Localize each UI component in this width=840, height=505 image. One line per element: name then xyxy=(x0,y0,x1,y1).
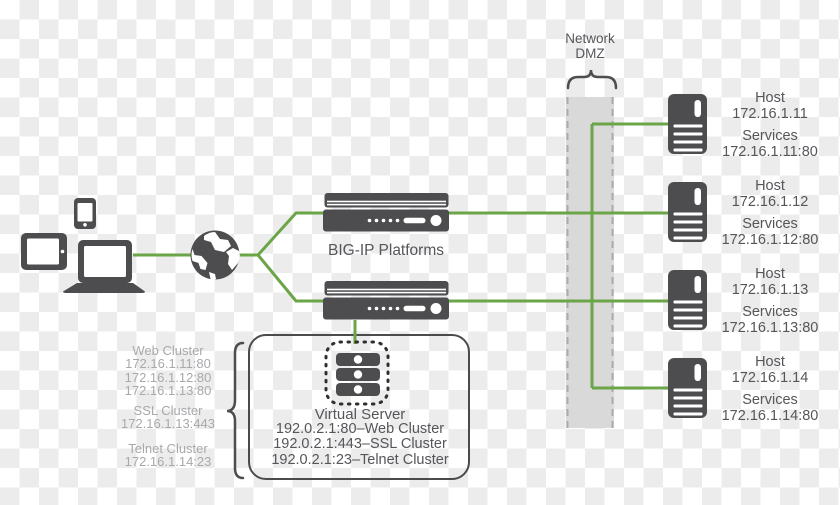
network-dmz-label: Network DMZ xyxy=(540,31,640,61)
globe-icon xyxy=(190,230,240,281)
host-ip: 172.16.1.12 xyxy=(731,194,809,210)
bigip-platforms-label: BIG-IP Platforms xyxy=(328,242,444,259)
host-label: Host xyxy=(755,90,785,106)
host-3-icon xyxy=(668,270,707,330)
host-1-text: Host 172.16.1.11 Services 172.16.1.11:80 xyxy=(690,90,840,160)
phone-icon xyxy=(74,198,96,229)
host-2-text: Host 172.16.1.12 Services 172.16.1.12:80 xyxy=(690,178,840,248)
cluster-member: 172.16.1.12:80 xyxy=(124,369,212,385)
host-ip: 172.16.1.11 xyxy=(732,106,808,122)
network-dmz-line1: Network xyxy=(565,31,615,46)
cluster-name: SSL Cluster xyxy=(133,403,203,418)
services-label: Services xyxy=(742,392,798,408)
services-label: Services xyxy=(742,216,798,232)
virtual-server-mapping: 192.0.2.1:80–Web Cluster xyxy=(275,421,445,438)
web-cluster-list: Web Cluster 172.16.1.11:80 172.16.1.12:8… xyxy=(98,344,238,398)
cluster-member: 172.16.1.11:80 xyxy=(125,356,211,372)
virtual-server-text: Virtual Server 192.0.2.1:80–Web Cluster … xyxy=(250,407,470,468)
host-4-text: Host 172.16.1.14 Services 172.16.1.14:80 xyxy=(690,354,840,424)
service-address: 172.16.1.12:80 xyxy=(721,232,819,248)
dmz-zone xyxy=(566,97,614,428)
virtual-server-mapping: 192.0.2.1:443–SSL Cluster xyxy=(273,436,447,453)
host-label: Host xyxy=(755,266,785,282)
dmz-brace xyxy=(566,69,618,90)
bigip-platform-1-icon xyxy=(323,193,449,232)
virtual-server-box xyxy=(248,334,470,480)
virtual-server-title: Virtual Server xyxy=(314,406,406,423)
host-ip: 172.16.1.13 xyxy=(731,282,809,298)
telnet-cluster-list: Telnet Cluster 172.16.1.14:23 xyxy=(98,442,238,469)
cluster-member: 172.16.1.14:23 xyxy=(124,454,212,470)
services-label: Services xyxy=(742,304,798,320)
virtual-server-mapping: 192.0.2.1:23–Telnet Cluster xyxy=(271,451,449,468)
host-3-text: Host 172.16.1.13 Services 172.16.1.13:80 xyxy=(690,266,840,336)
cluster-member: 172.16.1.13:443 xyxy=(121,416,215,432)
host-4-icon xyxy=(668,358,707,418)
laptop-icon xyxy=(63,240,145,293)
host-label: Host xyxy=(755,178,785,194)
cluster-member: 172.16.1.13:80 xyxy=(124,383,212,399)
tablet-icon xyxy=(21,233,67,270)
network-dmz-line2: DMZ xyxy=(575,45,605,61)
virtual-server-icon xyxy=(324,340,390,406)
host-ip: 172.16.1.14 xyxy=(731,370,809,386)
cluster-name: Web Cluster xyxy=(132,343,204,358)
host-label: Host xyxy=(755,354,785,370)
link-internet-platform1-host2 xyxy=(256,211,668,257)
cluster-brace xyxy=(226,341,245,480)
link-internet-platform2-host3 xyxy=(256,254,668,303)
bigip-platform-2-icon xyxy=(323,281,449,320)
service-address: 172.16.1.11:80 xyxy=(722,144,818,160)
services-label: Services xyxy=(742,128,798,144)
host-2-icon xyxy=(668,182,707,242)
host-1-icon xyxy=(668,94,707,154)
ssl-cluster-list: SSL Cluster 172.16.1.13:443 xyxy=(98,404,238,431)
cluster-name: Telnet Cluster xyxy=(128,441,208,456)
service-address: 172.16.1.13:80 xyxy=(721,320,819,336)
service-address: 172.16.1.14:80 xyxy=(721,408,819,424)
